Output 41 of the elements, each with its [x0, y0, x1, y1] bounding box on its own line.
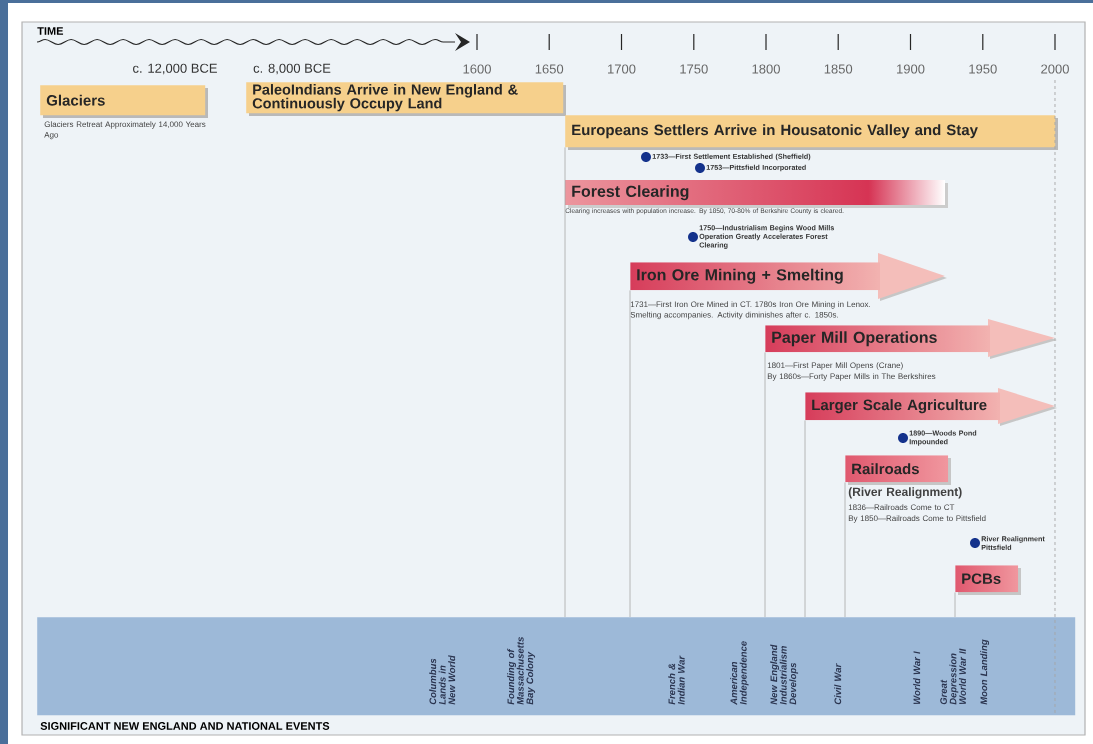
period-line	[954, 592, 956, 618]
event-label: Great Depression World War II	[940, 648, 966, 705]
year-label: 1800	[752, 64, 780, 74]
timeline-banner: Larger Scale Agriculture	[805, 388, 1057, 426]
year-label: 1850	[824, 64, 853, 74]
period-bar: PCBs	[955, 565, 1021, 595]
axis-title: TIME	[37, 27, 64, 35]
event-label: Columbus Lands in New World	[429, 655, 456, 705]
period-note: 1801—First Paper Mill Opens (Crane)	[767, 362, 903, 370]
period-line	[844, 482, 846, 618]
year-label: 1900	[897, 64, 925, 74]
period-bar: Glaciers	[40, 85, 208, 118]
period-bar: Forest Clearing	[565, 180, 948, 208]
period-note: (River Realignment)	[848, 487, 962, 499]
event-label: Civil War	[834, 663, 842, 705]
period-bar: PaleoIndians Arrive in New England & Continuously Occupy Land	[246, 82, 566, 116]
period-note: By 1850—Railroads Come to Pittsfield	[848, 515, 986, 523]
event-label: Founding of Massachusetts Bay Colony	[507, 637, 536, 705]
period-bar: Railroads	[845, 455, 951, 485]
event-band	[37, 617, 1076, 716]
era-label: c. 12,000 BCE	[133, 63, 217, 75]
year-label: 1700	[608, 64, 636, 74]
period-line	[629, 290, 631, 618]
period-bar: Europeans Settlers Arrive in Housatonic Valley and Stay	[565, 115, 1058, 150]
event-label: Moon Landing	[980, 639, 990, 705]
period-line	[764, 352, 766, 618]
event-label: World War I	[913, 651, 921, 705]
period-note: By 1860s—Forty Paper Mills in The Berkshires	[767, 373, 936, 381]
timeline-banner: Iron Ore Mining + Smelting	[630, 253, 947, 301]
year-label: 2000	[1041, 64, 1069, 74]
year-label: 1750	[680, 64, 708, 74]
event-label: French & Indian War	[668, 655, 685, 705]
timeline-banner: Paper Mill Operations	[765, 319, 1057, 359]
period-note: Glaciers Retreat Approximately 14,000 Years Ago	[44, 121, 206, 140]
period-line	[564, 147, 566, 618]
period-note: 1836—Railroads Come to CT	[848, 504, 955, 511]
period-line	[804, 420, 806, 618]
event-label: New England Industrialism Develops	[770, 644, 799, 705]
period-note: 1731—First Iron Ore Mined in CT. 1780s Iron Ore Mining in Lenox. Smelting accompanies. Activity diminishes after c. 1850s.	[630, 301, 870, 320]
event-label: American Independence	[730, 641, 749, 705]
year-label: 1950	[969, 64, 997, 74]
